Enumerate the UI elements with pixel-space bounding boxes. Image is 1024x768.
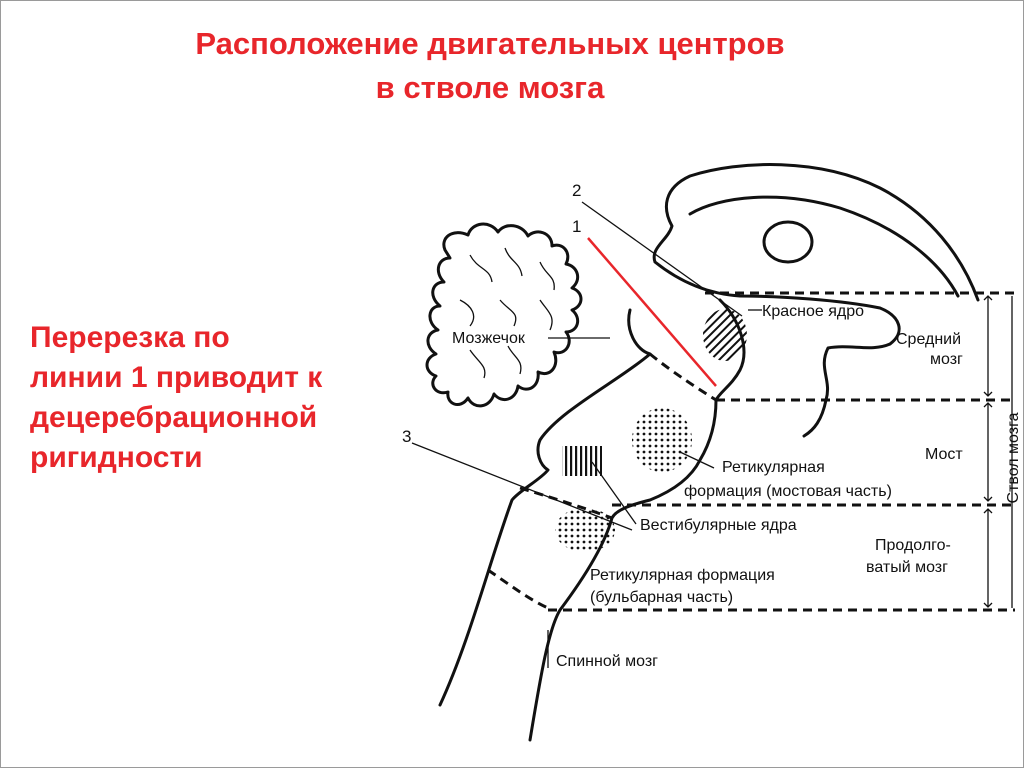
note-line-4: ригидности [30, 441, 203, 474]
midbrain-bracket [983, 295, 993, 397]
note-line-3: децеребрационной [30, 401, 318, 434]
note-line-1: Перерезка по [30, 321, 230, 354]
section-line-3 [411, 442, 633, 531]
thalamus-nucleus [762, 220, 814, 264]
label-red-nucleus: Красное ядро [762, 303, 864, 320]
label-spinal-cord: Спинной мозг [556, 653, 658, 670]
reticular-pons-mark [632, 408, 692, 472]
note-line-2: линии 1 приводит к [30, 361, 323, 394]
brainstem-outline [438, 298, 746, 742]
pons-dash [649, 352, 717, 402]
slide-title: Расположение двигательных центров в ство… [0, 22, 980, 110]
label-cerebellum: Мозжечок [452, 330, 526, 347]
spinal-dash [487, 568, 549, 610]
label-brainstem: Ствол мозга [1005, 412, 1022, 503]
label-pons: Мост [925, 446, 963, 463]
section-line-2 [581, 201, 743, 317]
line-number-2: 2 [572, 181, 581, 200]
label-midbrain-2: мозг [930, 351, 963, 368]
medulla-bracket [983, 508, 993, 608]
title-line-2: в стволе мозга [375, 70, 605, 105]
transection-note: Перерезка по линии 1 приводит к децеребр… [30, 318, 410, 478]
red-nucleus-mark [703, 309, 747, 361]
cerebellum-folds [459, 247, 555, 379]
section-line-1 [587, 237, 717, 387]
label-medulla-1: Продолго- [875, 537, 951, 554]
line-number-1: 1 [572, 217, 581, 236]
label-reticular-bulbar-2: (бульбарная часть) [590, 589, 733, 606]
label-medulla-2: ватый мозг [866, 559, 948, 576]
label-midbrain-1: Средний [896, 331, 961, 348]
line-number-3: 3 [402, 427, 411, 446]
third-ventricle [688, 195, 960, 298]
vestibular-mark [562, 446, 602, 476]
reticular-bulbar-mark [555, 508, 615, 552]
pointer-vestibular [591, 461, 637, 525]
midbrain-outline [652, 163, 980, 438]
label-vestibular: Вестибулярные ядра [640, 517, 797, 534]
title-line-1: Расположение двигательных центров [195, 26, 785, 61]
label-reticular-pons-1: Ретикулярная [722, 459, 825, 476]
pointer-reticular-pons [679, 451, 715, 469]
cerebellum-outline [425, 222, 583, 408]
label-reticular-bulbar-1: Ретикулярная формация [590, 567, 775, 584]
pons-bracket [983, 402, 993, 502]
label-reticular-pons-2: формация (мостовая часть) [684, 483, 892, 500]
